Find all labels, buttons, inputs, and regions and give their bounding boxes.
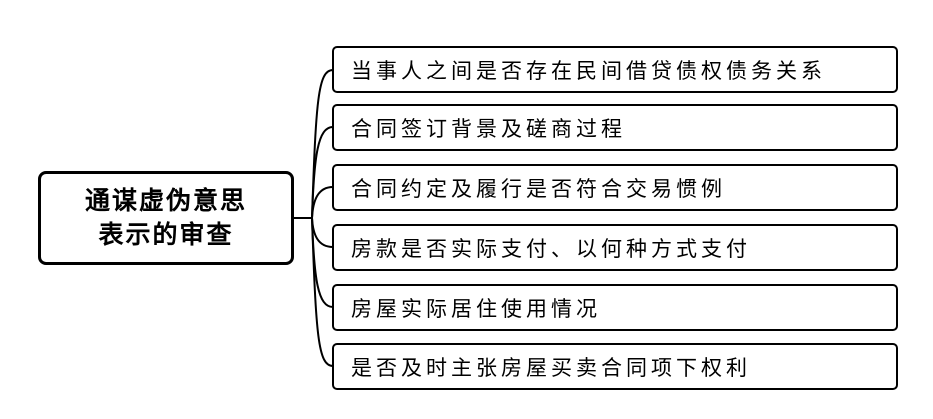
root-node: 通谋虚伪意思 表示的审查: [38, 171, 294, 265]
branch-node-4: 房款是否实际支付、以何种方式支付: [332, 224, 898, 271]
branch-node-5: 房屋实际居住使用情况: [332, 284, 898, 331]
branch-connector: [311, 69, 334, 219]
branch-connector: [311, 186, 334, 219]
branch-node-2: 合同签订背景及磋商过程: [332, 104, 898, 151]
branch-label: 当事人之间是否存在民间借贷债权债务关系: [351, 58, 826, 83]
root-label-line2: 表示的审查: [98, 220, 234, 249]
branch-label: 房屋实际居住使用情况: [351, 296, 601, 321]
branch-node-1: 当事人之间是否存在民间借贷债权债务关系: [332, 46, 898, 93]
root-label-line1: 通谋虚伪意思: [84, 186, 247, 215]
branch-connector: [311, 217, 334, 248]
branch-connector: [311, 217, 334, 367]
branch-label: 房款是否实际支付、以何种方式支付: [351, 236, 751, 261]
branch-connector: [311, 126, 334, 219]
branch-node-3: 合同约定及履行是否符合交易惯例: [332, 164, 898, 211]
branch-label: 是否及时主张房屋买卖合同项下权利: [351, 355, 751, 380]
branch-label: 合同签订背景及磋商过程: [351, 116, 626, 141]
branch-node-6: 是否及时主张房屋买卖合同项下权利: [332, 343, 898, 390]
branch-label: 合同约定及履行是否符合交易惯例: [351, 176, 726, 201]
